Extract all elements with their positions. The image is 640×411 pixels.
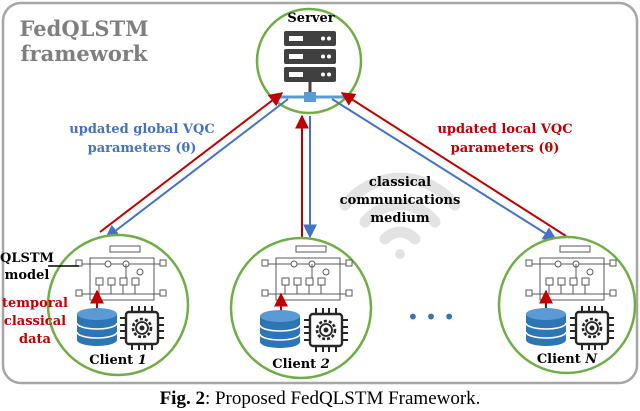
local-params-line1: updated local VQC	[437, 122, 572, 137]
client-n: Client N	[497, 235, 637, 375]
figure-caption: Fig. 2: Proposed FedQLSTM Framework.	[0, 388, 640, 410]
client-n-database-icon	[525, 307, 567, 347]
qlstm-model-line2: model	[5, 268, 50, 283]
temporal-data-line3: data	[19, 332, 52, 347]
ellipsis: • • •	[407, 305, 455, 329]
global-arrow-clientN	[331, 98, 558, 241]
client-1: Client 1	[46, 233, 190, 377]
client-1-database-icon	[76, 307, 118, 347]
framework-title-line1: FedQLSTM	[20, 16, 149, 41]
client-1-label: Client 1	[89, 353, 147, 368]
fedqlstm-diagram: FedQLSTM framework Server updated global…	[0, 1, 639, 385]
temporal-data-line2: classical	[4, 314, 66, 329]
medium-line1: classical	[369, 175, 431, 190]
framework-title-line2: framework	[21, 41, 148, 66]
framework-frame	[1, 1, 639, 385]
wifi-icon	[339, 172, 461, 259]
caption-text: : Proposed FedQLSTM Framework.	[204, 388, 481, 409]
local-arrow-clientN	[340, 92, 567, 237]
client-n-label: Client N	[537, 352, 598, 367]
client-2: Client 2	[229, 236, 373, 380]
local-params-line2: parameters (θ)	[451, 141, 560, 156]
global-params-line1: updated global VQC	[69, 122, 214, 137]
qlstm-model-line1: QLSTM	[0, 251, 54, 266]
medium-line3: medium	[370, 211, 430, 226]
client-2-database-icon	[259, 309, 301, 349]
server-icon	[276, 31, 344, 102]
medium-line2: communications	[340, 193, 461, 208]
global-arrow-client1	[104, 98, 289, 239]
temporal-data-line1: temporal	[2, 296, 68, 311]
client-2-chip-icon	[302, 306, 350, 354]
global-params-line2: parameters (θ)	[88, 141, 197, 156]
client-n-chip-icon	[568, 304, 616, 352]
client-1-chip-icon	[118, 304, 166, 352]
local-arrow-client1	[99, 92, 284, 233]
caption-fig-number: Fig. 2	[159, 388, 205, 409]
server-label: Server	[287, 11, 334, 26]
client-2-label: Client 2	[272, 357, 330, 372]
